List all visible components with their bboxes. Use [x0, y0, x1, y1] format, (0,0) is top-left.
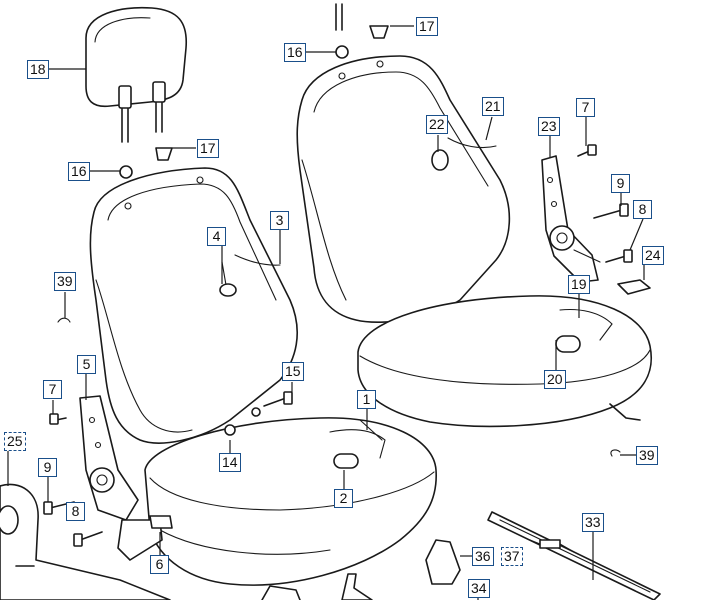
recliner-hinge-right — [541, 155, 601, 283]
callout-3-seatback-left[interactable]: 3 — [270, 211, 289, 230]
callout-24-side-guard[interactable]: 24 — [642, 246, 664, 265]
callout-8-bolt-left[interactable]: 8 — [66, 502, 85, 521]
callout-16-headrest-guide-right[interactable]: 16 — [284, 43, 306, 62]
right-seat-cushion — [357, 295, 652, 428]
seat-frames — [0, 483, 461, 600]
callout-36-part[interactable]: 36 — [472, 547, 494, 566]
callout-39-clip-right[interactable]: 39 — [636, 446, 658, 465]
callout-37-part[interactable]: 37 — [501, 547, 523, 566]
bolts — [43, 25, 633, 547]
callout-20-lever-cushion-right[interactable]: 20 — [544, 370, 566, 389]
callout-22-lever-right[interactable]: 22 — [426, 115, 448, 134]
callout-1-cushion-left[interactable]: 1 — [357, 390, 376, 409]
callout-9-bolt-left[interactable]: 9 — [38, 458, 57, 477]
callout-17-headrest-guide-right[interactable]: 17 — [416, 17, 438, 36]
left-seatback — [89, 167, 298, 444]
callout-18-headrest[interactable]: 18 — [27, 60, 49, 79]
callout-15-bolt[interactable]: 15 — [282, 362, 304, 381]
seat-rail — [487, 511, 661, 600]
callout-5-recliner-left[interactable]: 5 — [77, 355, 96, 374]
callout-2-lever-cushion-left[interactable]: 2 — [334, 489, 353, 508]
callout-25-frame[interactable]: 25 — [4, 432, 26, 451]
callout-19-cushion-right[interactable]: 19 — [568, 275, 590, 294]
headrest — [85, 6, 188, 143]
callout-23-recliner-right[interactable]: 23 — [538, 117, 560, 136]
right-seatback — [296, 3, 511, 323]
side-guard — [617, 279, 651, 295]
recliner-hinge-left — [79, 395, 173, 561]
callout-8-bolt-right[interactable]: 8 — [633, 200, 652, 219]
callout-39-clip-left[interactable]: 39 — [54, 272, 76, 291]
callout-14-pin[interactable]: 14 — [219, 453, 241, 472]
callout-7-bolt-left[interactable]: 7 — [43, 380, 62, 399]
callout-34-part[interactable]: 34 — [468, 579, 490, 598]
left-seat-cushion — [144, 417, 437, 586]
callout-6-bracket[interactable]: 6 — [150, 555, 169, 574]
callout-7-bolt-right[interactable]: 7 — [576, 98, 595, 117]
callout-16-headrest-guide-left[interactable]: 16 — [68, 162, 90, 181]
callout-21-seatback-right[interactable]: 21 — [482, 97, 504, 116]
callout-9-bolt-right[interactable]: 9 — [611, 174, 630, 193]
callout-4-lever-left[interactable]: 4 — [207, 227, 226, 246]
callout-33-seat-rail[interactable]: 33 — [582, 513, 604, 532]
callout-17-headrest-guide-left[interactable]: 17 — [197, 139, 219, 158]
